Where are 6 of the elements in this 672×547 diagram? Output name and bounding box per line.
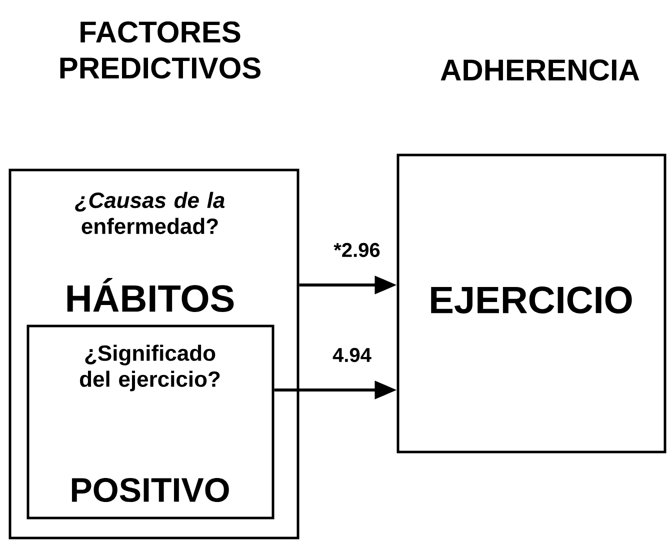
heading: FACTORES PREDICTIVOS [60,21,261,79]
process-box: EJERCICIO [396,154,666,454]
edge-label: 4.94 [332,346,372,364]
edge-label: *2.96 [332,242,382,258]
process-box: ¿Significado del ejercicio? POSITIVO [26,324,274,520]
heading: ADHERENCIA [440,59,640,81]
